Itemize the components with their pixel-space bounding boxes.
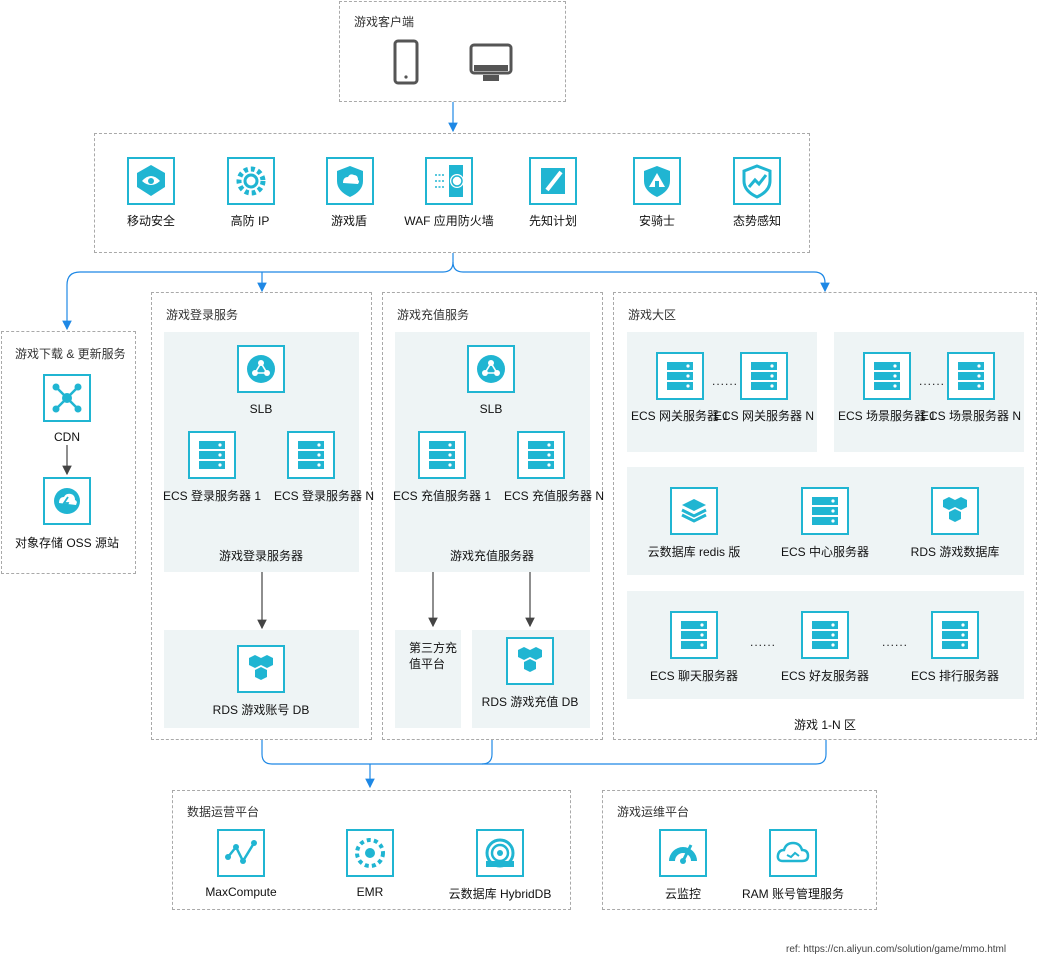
recharge-ecs-1-icon — [418, 431, 466, 479]
aegis-icon — [633, 157, 681, 205]
ops-platform-title: 游戏运维平台 — [617, 805, 690, 819]
maxcompute-label: MaxCompute — [205, 885, 277, 899]
xianzhi-icon — [529, 157, 577, 205]
scene-1-label: ECS 场景服务器 1 — [837, 409, 937, 423]
gateway-1-icon — [656, 352, 704, 400]
social-ellipsis-2: ...... — [882, 635, 909, 649]
login-box: 游戏登录服务 — [151, 292, 372, 740]
chat-server-icon — [670, 611, 718, 659]
login-title: 游戏登录服务 — [166, 308, 239, 322]
center-server-icon — [801, 487, 849, 535]
hybriddb-icon — [476, 829, 524, 877]
security-label-3: 游戏盾 — [330, 214, 368, 228]
social-ellipsis-1: ...... — [750, 635, 777, 649]
recharge-ecs-n-label: ECS 充值服务器 N — [503, 489, 605, 503]
cdn-label: CDN — [54, 430, 80, 444]
security-label-6: 安骑士 — [638, 214, 676, 228]
download-title: 游戏下载 & 更新服务 — [15, 347, 126, 361]
login-slb-label: SLB — [249, 402, 273, 416]
scene-1-icon — [863, 352, 911, 400]
download-box: 游戏下载 & 更新服务 — [1, 331, 136, 574]
rank-server-label: ECS 排行服务器 — [910, 669, 1000, 683]
oss-icon — [43, 477, 91, 525]
friend-server-icon — [801, 611, 849, 659]
security-label-7: 态势感知 — [732, 214, 782, 228]
third-party-label: 第三方充值平台 — [409, 641, 458, 671]
recharge-rds-label: RDS 游戏充值 DB — [481, 695, 579, 709]
zone-box: 游戏大区 — [613, 292, 1037, 740]
client-box: 游戏客户端 — [339, 1, 566, 102]
recharge-title: 游戏充值服务 — [397, 308, 470, 322]
security-box — [94, 133, 810, 253]
zone-rds-icon — [931, 487, 979, 535]
security-label-2: 高防 IP — [230, 214, 270, 228]
zone-title: 游戏大区 — [628, 308, 677, 322]
recharge-slb-label: SLB — [479, 402, 503, 416]
ops-platform-box: 游戏运维平台 — [602, 790, 877, 910]
emr-label: EMR — [356, 885, 384, 899]
gateway-n-label: ECS 网关服务器 N — [713, 409, 815, 423]
mobile-security-icon — [127, 157, 175, 205]
redis-icon — [670, 487, 718, 535]
redis-label: 云数据库 redis 版 — [647, 545, 741, 559]
recharge-rds-icon — [506, 637, 554, 685]
recharge-ecs-n-icon — [517, 431, 565, 479]
login-ecs-n-label: ECS 登录服务器 N — [273, 489, 375, 503]
login-slb-icon — [237, 345, 285, 393]
zone-footer-label: 游戏 1-N 区 — [793, 718, 857, 732]
data-platform-title: 数据运营平台 — [187, 805, 260, 819]
emr-icon — [346, 829, 394, 877]
ram-label: RAM 账号管理服务 — [741, 887, 845, 901]
gateway-n-icon — [740, 352, 788, 400]
scene-n-label: ECS 场景服务器 N — [920, 409, 1022, 423]
waf-icon — [425, 157, 473, 205]
security-label-1: 移动安全 — [126, 214, 176, 228]
desktop-monitor-icon — [469, 43, 513, 85]
cloud-monitor-icon — [659, 829, 707, 877]
recharge-slb-icon — [467, 345, 515, 393]
ram-icon — [769, 829, 817, 877]
client-title: 游戏客户端 — [354, 15, 415, 29]
login-rds-label: RDS 游戏账号 DB — [212, 703, 310, 717]
zone-rds-label: RDS 游戏数据库 — [910, 545, 1000, 559]
data-platform-box: 数据运营平台 — [172, 790, 571, 910]
oss-label: 对象存储 OSS 源站 — [14, 536, 120, 550]
recharge-ecs-1-label: ECS 充值服务器 1 — [392, 489, 492, 503]
login-ecs-1-label: ECS 登录服务器 1 — [162, 489, 262, 503]
mobile-phone-icon — [393, 39, 419, 85]
third-party-panel — [395, 630, 461, 728]
chat-server-label: ECS 聊天服务器 — [649, 669, 739, 683]
cloud-monitor-label: 云监控 — [664, 887, 702, 901]
recharge-group-label: 游戏充值服务器 — [449, 549, 535, 563]
maxcompute-icon — [217, 829, 265, 877]
login-ecs-n-icon — [287, 431, 335, 479]
login-rds-icon — [237, 645, 285, 693]
security-label-4: WAF 应用防火墙 — [404, 214, 494, 228]
recharge-box: 游戏充值服务 — [382, 292, 603, 740]
anti-ddos-icon — [227, 157, 275, 205]
gateway-1-label: ECS 网关服务器 1 — [630, 409, 730, 423]
situation-awareness-icon — [733, 157, 781, 205]
scene-ellipsis: ...... — [919, 374, 946, 388]
scene-n-icon — [947, 352, 995, 400]
rank-server-icon — [931, 611, 979, 659]
gateway-ellipsis: ...... — [712, 374, 739, 388]
login-group-label: 游戏登录服务器 — [218, 549, 304, 563]
center-server-label: ECS 中心服务器 — [780, 545, 870, 559]
login-ecs-1-icon — [188, 431, 236, 479]
reference-link[interactable]: ref: https://cn.aliyun.com/solution/game… — [786, 944, 1007, 955]
cdn-icon — [43, 374, 91, 422]
security-label-5: 先知计划 — [528, 214, 578, 228]
game-shield-icon — [326, 157, 374, 205]
friend-server-label: ECS 好友服务器 — [780, 669, 870, 683]
hybriddb-label: 云数据库 HybridDB — [448, 887, 552, 901]
